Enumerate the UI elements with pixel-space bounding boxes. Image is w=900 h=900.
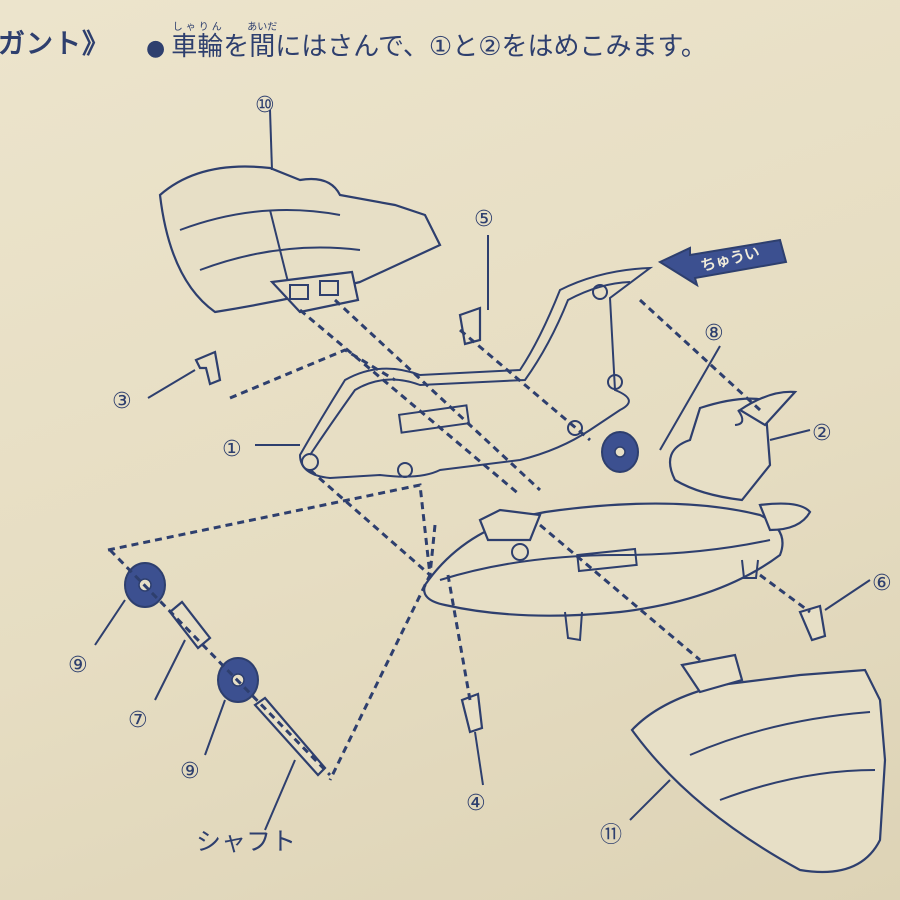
label-part-2: ② [812,421,832,446]
leader-lines [94,109,871,831]
clip-part-3 [194,350,222,386]
section-title: ガント》 [0,29,110,60]
assembly-guide-lines [107,298,811,781]
instruction-text: ●車輪しゃりんを間あいだにはさんで、①と②をはめこみます。 [146,22,707,63]
label-part-9-top: ⑨ [68,653,88,678]
bullet-icon: ● [146,36,166,61]
wing-part-11 [630,653,887,874]
label-part-6: ⑥ [872,571,892,596]
label-part-5: ⑤ [474,207,494,232]
label-part-3: ③ [112,389,132,414]
clip-part-4 [460,692,484,734]
wheel-part-8 [601,431,639,473]
label-part-1: ① [222,437,242,462]
text-rest: にはさんで、①と②をはめこみます。 [275,32,707,62]
label-part-11: ⑪ [600,823,622,848]
text-wo: を [223,32,250,62]
clip-part-6 [798,604,827,642]
label-part-10: ⑩ [255,93,275,118]
spacer-part-7 [168,600,212,650]
label-part-4: ④ [466,791,486,816]
caution-arrow-icon [657,238,788,288]
wing-part-10 [158,165,442,314]
label-part-8: ⑧ [704,321,724,346]
word-between: 間あいだ [247,22,278,62]
label-part-9-bottom: ⑨ [180,759,200,784]
label-part-7: ⑦ [128,708,148,733]
hull [423,502,812,642]
word-wheel: 車輪しゃりん [171,22,224,62]
tail-part-2 [668,390,798,502]
frame-part-1 [298,266,654,480]
shaft-label: シャフト [196,827,297,856]
